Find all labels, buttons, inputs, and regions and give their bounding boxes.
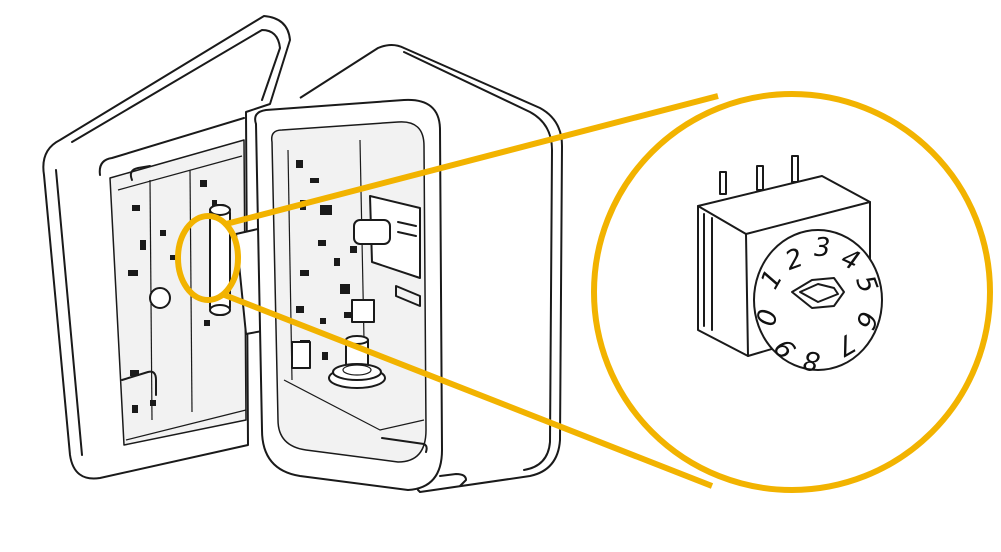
main-circuit-board [291, 160, 375, 369]
detail-callout [175, 91, 993, 493]
dial-digit-0: 0 [752, 307, 784, 329]
cover-circuit-board [128, 180, 234, 413]
cable-gland [328, 335, 386, 389]
callout-source-ring [175, 213, 241, 303]
callout-upper-line [225, 93, 719, 227]
callout-lower-line [220, 291, 714, 489]
dial-digit-3: 3 [814, 233, 831, 263]
arrow-pointer-icon [791, 277, 845, 309]
rotary-switch: 0 1 2 3 4 5 6 7 8 9 [697, 155, 883, 376]
callout-magnified-ring [591, 91, 993, 493]
dial-digit-8: 8 [801, 344, 823, 376]
din-device [353, 195, 421, 307]
main-enclosure [254, 44, 563, 493]
